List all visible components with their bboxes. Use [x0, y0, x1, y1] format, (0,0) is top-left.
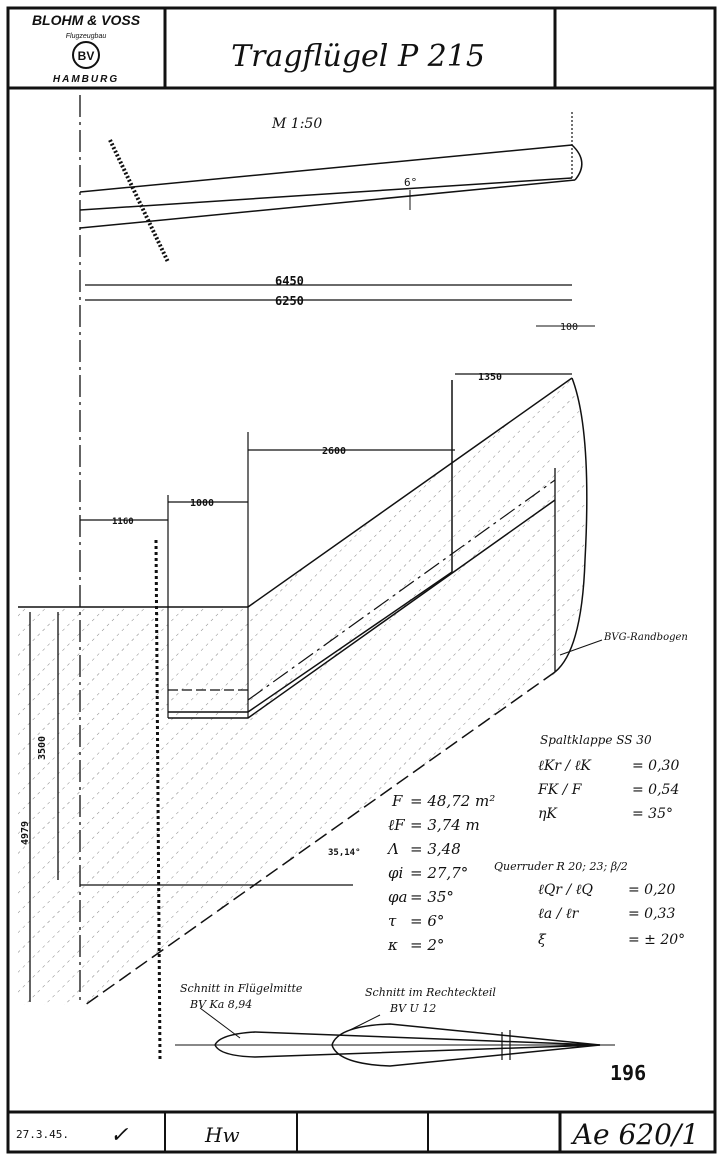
aileron-data-row: ξ = ± 20°	[538, 932, 685, 948]
wing-data-symbol: τ	[388, 912, 397, 930]
section-rect-profile: BV U 12	[389, 1002, 436, 1015]
wing-data-value: = 35°	[410, 888, 454, 906]
plan-view: BVG-Randbogen	[18, 377, 688, 1061]
wing-data-value: = 3,74 m	[410, 816, 480, 834]
inner-flap-width-label: 1000	[190, 498, 214, 509]
mid-flap-width-label: 2600	[322, 446, 346, 457]
front-view: 6°	[79, 112, 583, 263]
airfoil-sections: Schnitt in Flügelmitte BV Ka 8,94 Schnit…	[175, 982, 615, 1067]
flap-data-row: ℓKr / ℓK = 0,30	[538, 758, 679, 774]
wing-data-row: κ = 2°	[387, 936, 444, 954]
company-logo: BV	[72, 41, 100, 69]
chord-dimensions: 3500 4979 35,14°	[20, 612, 361, 1002]
flap-data-value: = 0,54	[632, 782, 679, 798]
aileron-data-value: = 0,33	[628, 906, 675, 922]
flap-data-symbol: ℓKr / ℓK	[538, 758, 592, 774]
flap-data-value: = 0,30	[632, 758, 679, 774]
wing-data-value: = 27,7°	[410, 864, 468, 882]
aileron-data-value: = ± 20°	[628, 932, 685, 948]
aileron-data-value: = 0,20	[628, 882, 675, 898]
airfoil-profile-rect	[331, 1023, 601, 1067]
sheet-border	[6, 6, 717, 1154]
wing-data-symbol: φi	[388, 864, 404, 882]
wing-data-row: φa= 35°	[388, 888, 454, 906]
aileron-heading: Querruder R 20; 23; β/2	[494, 860, 628, 873]
tip-offset-label: 100	[560, 322, 578, 333]
section-mid-profile: BV Ka 8,94	[189, 998, 252, 1011]
company-subtitle: Flugzeugbau	[66, 33, 107, 40]
section-mid-label: Schnitt in Flügelmitte	[180, 982, 303, 995]
aileron-data-symbol: ξ	[538, 932, 547, 948]
wing-data-row: F = 48,72 m²	[391, 792, 495, 810]
root-offset-label: 1160	[112, 517, 134, 527]
wing-data-value: = 3,48	[410, 840, 461, 858]
drawing-title: Tragflügel P 215	[231, 39, 485, 74]
outer-flap-width-label: 1350	[478, 372, 502, 383]
wing-data-row: φi = 27,7°	[388, 864, 468, 882]
chord-3500-label: 3500	[37, 736, 48, 760]
flap-heading: Spaltklappe SS 30	[540, 733, 652, 747]
flap-data-row: FK / F = 0,54	[537, 782, 679, 798]
footer-block: 27.3.45. ✓ Hw Ae 620/1	[8, 1110, 715, 1152]
wing-data-value: = 48,72 m²	[410, 792, 495, 810]
footer-signature-1: ✓	[110, 1123, 129, 1148]
span-6450-label: 6450	[275, 274, 304, 288]
chord-4979-label: 4979	[20, 821, 31, 845]
sheet-number: 196	[610, 1061, 646, 1085]
sweep-angle-label: 35,14°	[328, 848, 361, 858]
company-city: HAMBURG	[53, 74, 119, 85]
aileron-data-table: Querruder R 20; 23; β/2 ℓQr / ℓQ = 0,20 ℓ…	[494, 860, 685, 948]
wing-data-row: τ = 6°	[388, 912, 444, 930]
title-block: BLOHM & VOSS Flugzeugbau BV HAMBURG Trag…	[8, 8, 715, 90]
span-6250-label: 6250	[275, 294, 304, 308]
wing-data-symbol: φa	[388, 888, 407, 906]
footer-date: 27.3.45.	[16, 1128, 69, 1141]
aileron-data-row: ℓa / ℓr = 0,33	[538, 906, 675, 922]
wing-data-symbol: κ	[387, 936, 398, 954]
flap-data-table: Spaltklappe SS 30 ℓKr / ℓK = 0,30 FK / F =…	[537, 733, 679, 822]
wing-data-symbol: ℓF	[388, 816, 405, 834]
wing-data-table: F = 48,72 m² ℓF = 3,74 m Λ = 3,48 φi = 27,7°…	[386, 792, 495, 954]
scale-label: M 1:50	[271, 116, 322, 132]
wing-data-value: = 2°	[410, 936, 444, 954]
dihedral-angle-label: 6°	[404, 176, 417, 189]
company-name: BLOHM & VOSS	[32, 12, 141, 28]
wing-data-row: Λ = 3,48	[386, 840, 461, 858]
tip-fairing-label: BVG-Randbogen	[603, 632, 688, 643]
footer-signature-2: Hw	[204, 1123, 240, 1147]
wing-data-row: ℓF = 3,74 m	[388, 816, 480, 834]
wing-data-symbol: F	[391, 792, 403, 810]
flap-data-symbol: ηK	[538, 806, 558, 822]
section-rect-label: Schnitt im Rechteckteil	[365, 986, 496, 999]
aileron-data-row: ℓQr / ℓQ = 0,20	[538, 882, 675, 898]
drawing-number: Ae 620/1	[570, 1118, 699, 1151]
aileron-data-symbol: ℓa / ℓr	[538, 906, 580, 922]
logo-letters: BV	[78, 49, 95, 63]
span-dimensions: 6450 6250 100 1350 2600 1000 1160	[80, 274, 595, 527]
flap-data-value: = 35°	[632, 806, 673, 822]
aileron-data-symbol: ℓQr / ℓQ	[538, 882, 593, 898]
flap-data-symbol: FK / F	[537, 782, 583, 798]
wing-data-symbol: Λ	[386, 840, 399, 858]
wing-data-value: = 6°	[410, 912, 444, 930]
flap-data-row: ηK = 35°	[538, 806, 673, 822]
